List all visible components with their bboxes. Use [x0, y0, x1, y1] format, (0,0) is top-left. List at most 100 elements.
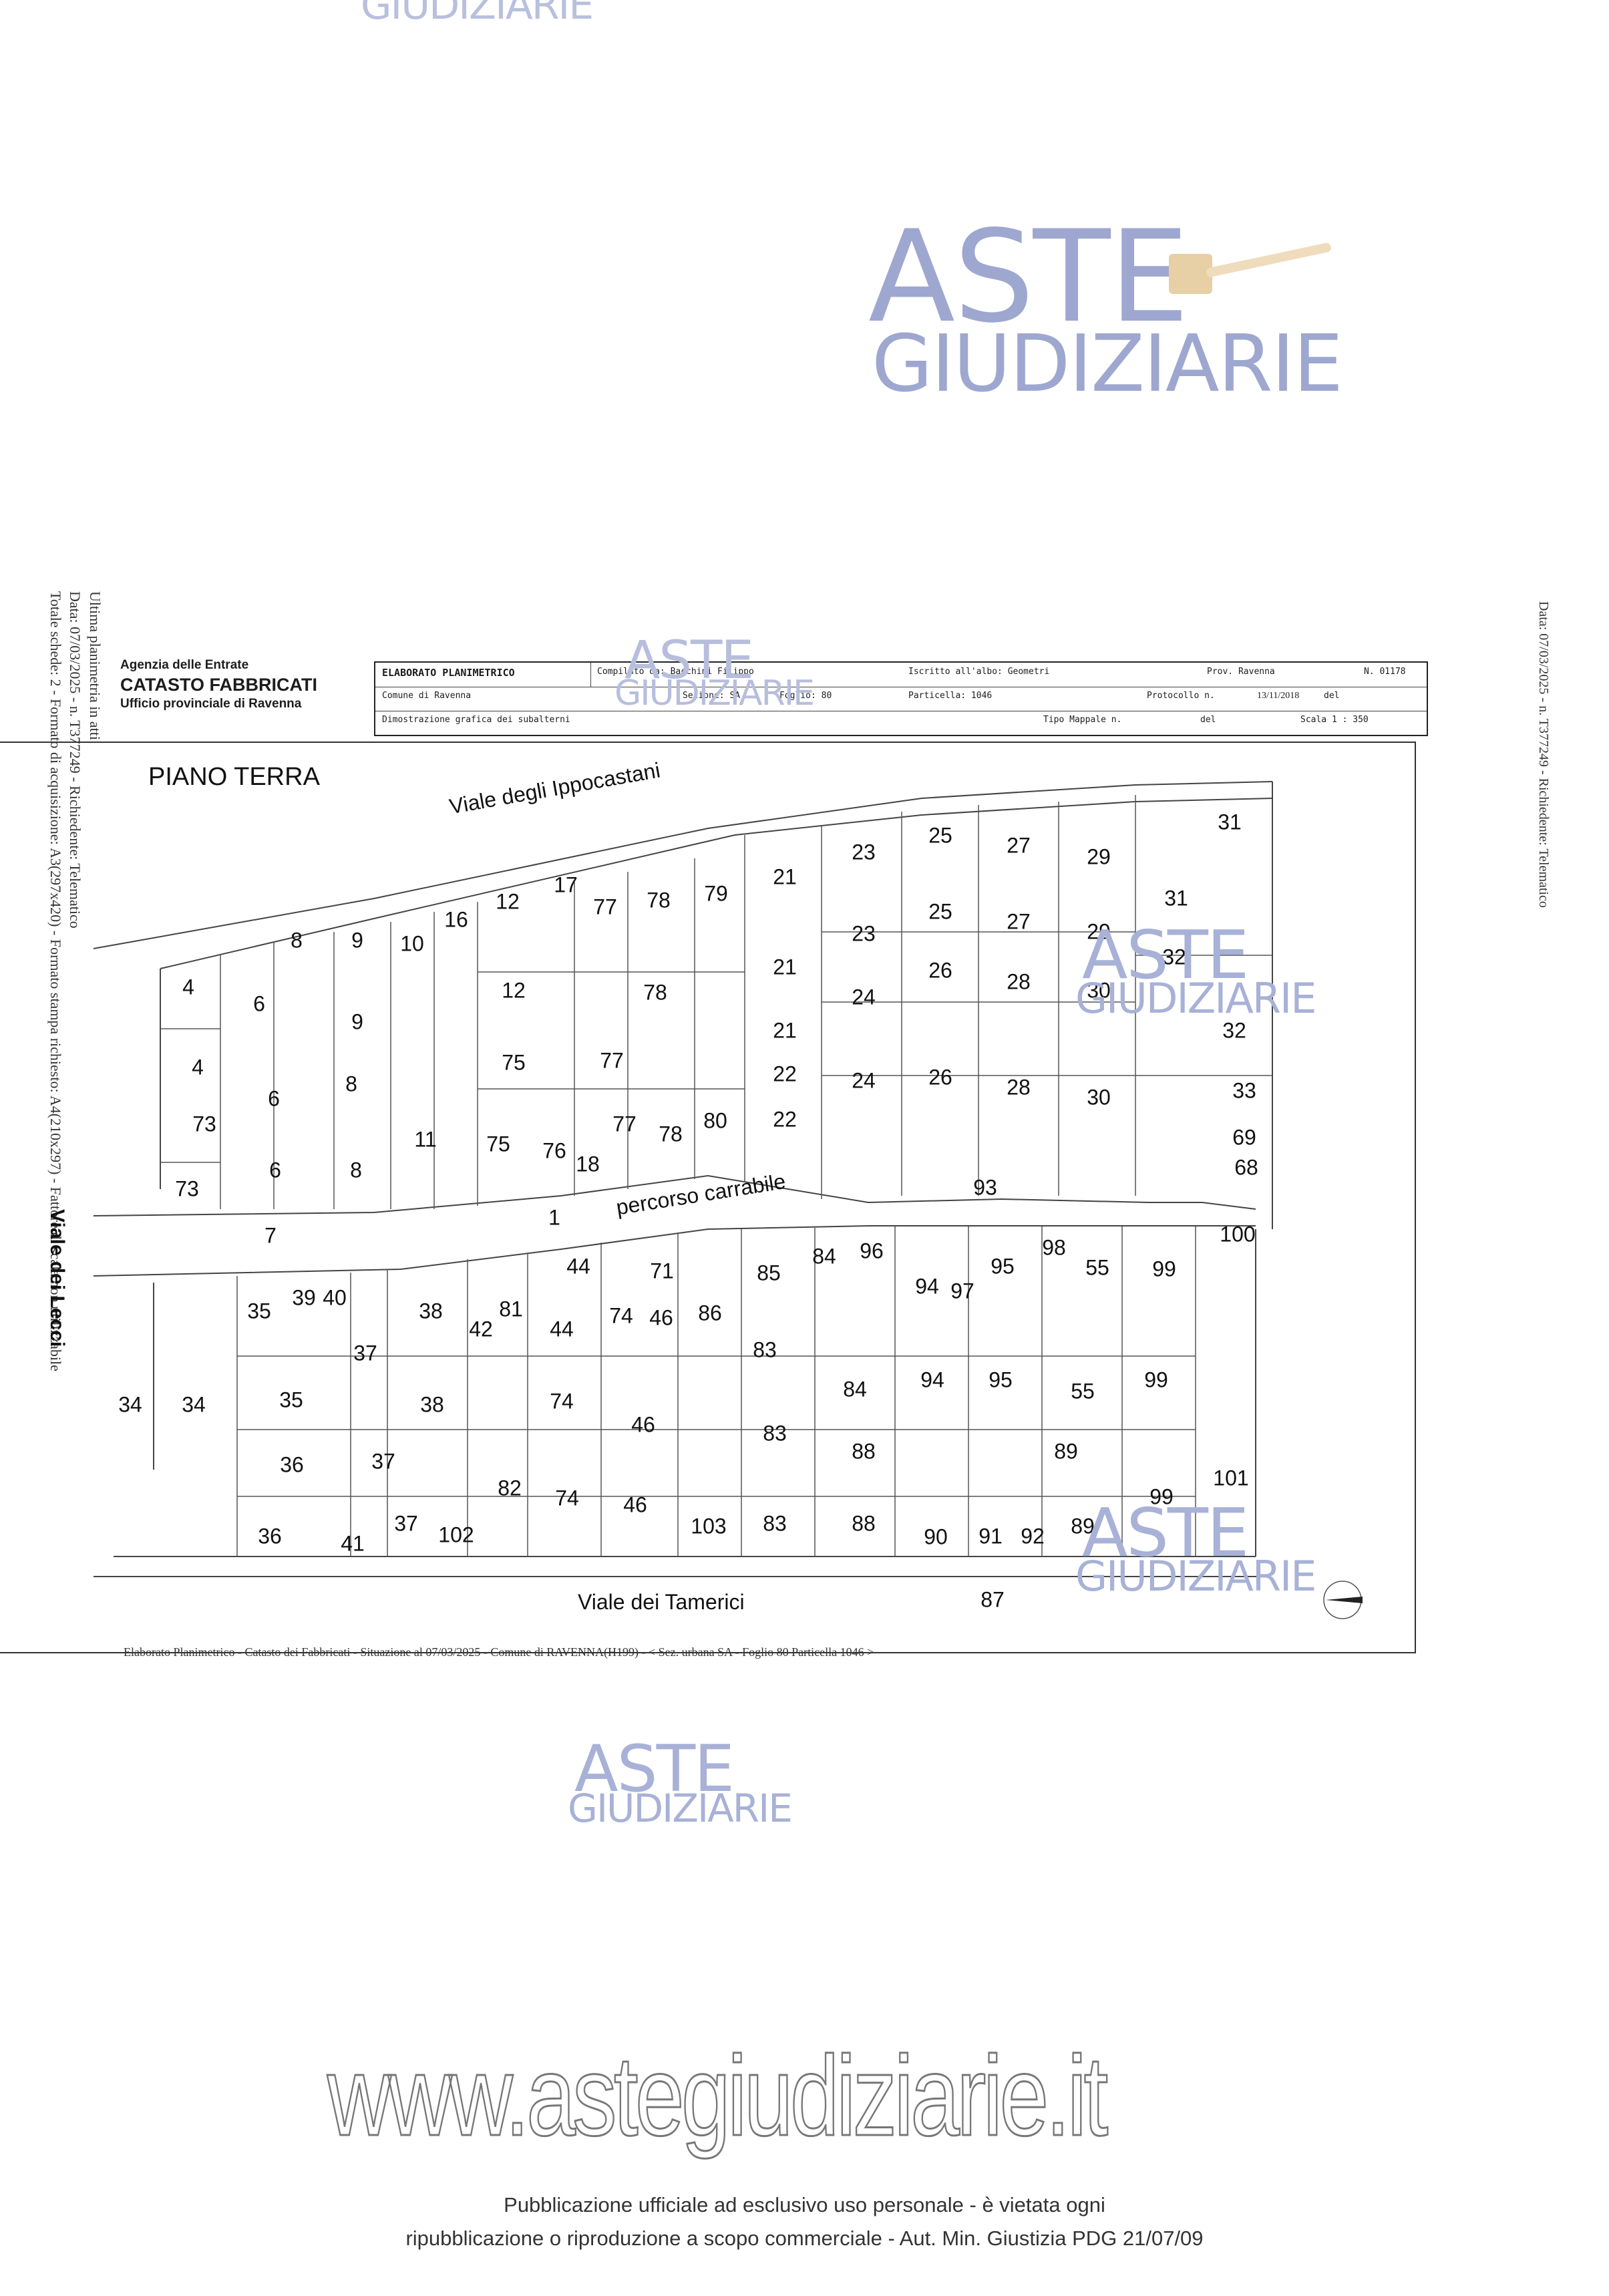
unit-label: 23 — [852, 921, 876, 946]
unit-label: 83 — [763, 1421, 787, 1446]
unit-label: 93 — [973, 1175, 997, 1200]
unit-label: 24 — [852, 1068, 876, 1093]
unit-label: 33 — [1232, 1078, 1256, 1103]
unit-label: 74 — [555, 1486, 579, 1510]
unit-label: 41 — [341, 1531, 365, 1556]
header-elaborato: ELABORATO PLANIMETRICO — [382, 667, 515, 679]
agency-office: Ufficio provinciale di Ravenna — [120, 697, 302, 711]
unit-label: 74 — [609, 1303, 633, 1328]
unit-label: 92 — [1021, 1524, 1045, 1548]
unit-label: 23 — [852, 840, 876, 864]
unit-label: 25 — [928, 899, 952, 924]
unit-label: 76 — [542, 1138, 566, 1163]
unit-label: 40 — [323, 1285, 347, 1310]
watermark-logo-plan-north: ASTE GIUDIZIARIE — [1075, 916, 1316, 1023]
unit-label: 89 — [1054, 1439, 1078, 1464]
header-prov: Prov. Ravenna — [1207, 667, 1275, 677]
unit-label: 83 — [753, 1337, 777, 1362]
unit-label: 31 — [1218, 810, 1242, 834]
unit-label: 26 — [928, 958, 952, 983]
unit-label: 46 — [623, 1492, 647, 1517]
unit-label: 44 — [566, 1254, 590, 1279]
unit-label: 95 — [989, 1367, 1013, 1392]
unit-label: 86 — [698, 1301, 722, 1325]
unit-label: 98 — [1042, 1235, 1066, 1260]
unit-label: 42 — [469, 1317, 493, 1341]
unit-label: 94 — [915, 1274, 939, 1299]
unit-label: 95 — [991, 1254, 1015, 1279]
header-protocollo: Protocollo n. — [1147, 691, 1215, 701]
unit-label: 8 — [350, 1158, 362, 1182]
unit-label: 55 — [1085, 1255, 1109, 1280]
header-del2: del — [1200, 715, 1216, 725]
unit-label: 94 — [920, 1367, 944, 1392]
unit-label: 12 — [496, 889, 520, 914]
website-watermark: www.astegiudiziarie.it — [327, 2032, 1109, 2161]
unit-label: 36 — [258, 1524, 282, 1548]
header-compilato: Compilato da: Bacchini Filippo — [597, 667, 754, 677]
unit-label: 102 — [438, 1522, 474, 1547]
unit-label: 90 — [924, 1524, 948, 1549]
unit-label: 37 — [394, 1511, 418, 1536]
unit-label: 12 — [502, 978, 526, 1003]
unit-label: 4 — [182, 975, 194, 999]
unit-label: 75 — [502, 1050, 526, 1075]
unit-label: 9 — [351, 928, 363, 953]
unit-label: 91 — [978, 1524, 1003, 1548]
unit-label: 100 — [1220, 1222, 1256, 1247]
unit-label: 17 — [554, 872, 578, 897]
unit-label: 68 — [1234, 1155, 1258, 1180]
unit-label: 99 — [1149, 1484, 1174, 1509]
unit-label: 69 — [1232, 1125, 1256, 1150]
unit-label: 82 — [498, 1476, 522, 1500]
unit-label: 16 — [444, 907, 468, 932]
header-table: ELABORATO PLANIMETRICO Compilato da: Bac… — [374, 661, 1428, 736]
unit-label: 27 — [1007, 909, 1031, 934]
publication-notice-line1: Pubblicazione ufficiale ad esclusivo uso… — [504, 2193, 1105, 2217]
watermark-top-fragment: GIUDIZIARIE — [361, 0, 594, 29]
unit-label: 25 — [928, 823, 952, 848]
unit-label: 96 — [860, 1239, 884, 1263]
unit-label: 6 — [253, 991, 265, 1016]
plan-frame — [0, 742, 1416, 1653]
unit-label: 35 — [279, 1387, 303, 1412]
plan-title: PIANO TERRA — [148, 763, 320, 791]
unit-label: 80 — [703, 1108, 727, 1133]
street-vertical: Viale dei Lecci — [46, 1209, 68, 1347]
unit-label: 97 — [950, 1279, 974, 1303]
unit-label: 84 — [843, 1377, 867, 1402]
unit-label: 39 — [292, 1285, 316, 1310]
unit-label: 103 — [691, 1514, 727, 1538]
agency-name: Agenzia delle Entrate — [120, 658, 249, 672]
unit-label: 6 — [269, 1158, 281, 1182]
unit-label: 99 — [1152, 1257, 1176, 1281]
watermark-logo-lower: ASTE GIUDIZIARIE — [568, 1732, 793, 1831]
header-sezione: Sezione: SA — [683, 691, 741, 701]
unit-label: 36 — [280, 1452, 304, 1477]
unit-label: 81 — [499, 1297, 523, 1321]
unit-label: 78 — [647, 888, 671, 913]
unit-label: 6 — [268, 1086, 280, 1111]
unit-label: 85 — [757, 1261, 781, 1285]
street-tamerici: Viale dei Tamerici — [578, 1590, 745, 1614]
watermark-logo-large: ASTE GIUDIZIARIE — [868, 203, 1343, 409]
unit-label: 29 — [1087, 844, 1111, 869]
unit-label: 38 — [419, 1299, 443, 1323]
unit-label: 73 — [192, 1112, 216, 1136]
unit-label: 8 — [345, 1072, 357, 1096]
unit-label: 10 — [400, 931, 424, 956]
unit-label: 101 — [1213, 1466, 1249, 1490]
unit-label: 74 — [550, 1389, 574, 1414]
catasto-title: CATASTO FABBRICATI — [120, 675, 317, 695]
header-data-protocollo: 13/11/2018 — [1257, 691, 1300, 701]
watermark-logo-header: ASTE GIUDIZIARIE — [614, 631, 815, 713]
unit-label: 75 — [486, 1132, 510, 1156]
unit-label: 46 — [649, 1305, 673, 1330]
unit-label: 37 — [353, 1341, 377, 1365]
unit-label: 71 — [650, 1259, 674, 1283]
unit-label: 88 — [852, 1511, 876, 1536]
unit-label: 26 — [928, 1065, 952, 1090]
unit-label: 44 — [550, 1317, 574, 1341]
unit-label: 28 — [1007, 969, 1031, 994]
unit-label: 77 — [593, 894, 617, 919]
